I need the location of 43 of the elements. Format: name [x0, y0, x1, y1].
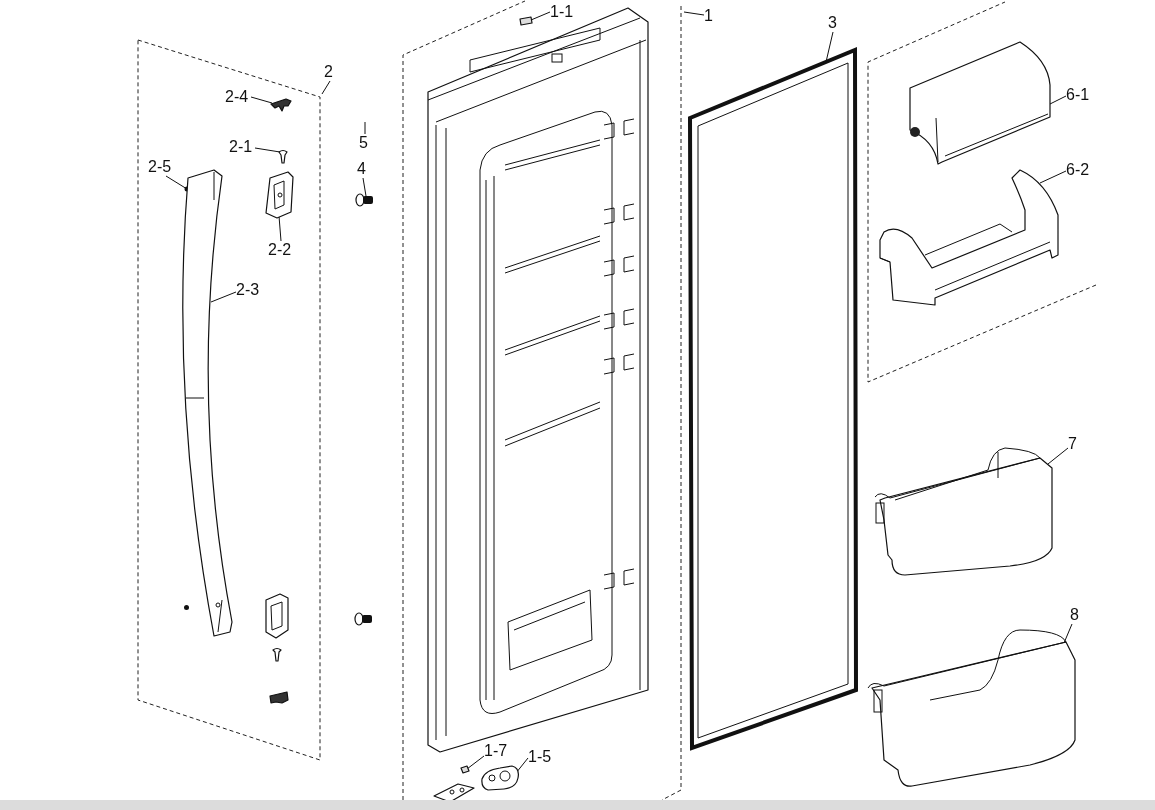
leader-line	[364, 121, 366, 135]
screw-drawing	[278, 150, 288, 164]
dashed-group-frame	[401, 0, 684, 802]
callout-number: 2-1	[229, 138, 253, 156]
leader-line	[165, 175, 188, 190]
bracket-drawing	[264, 170, 294, 220]
callout-number: 6-2	[1066, 161, 1090, 179]
callout-number: 8	[1070, 606, 1079, 624]
callout-number: 2	[324, 63, 333, 81]
callout-number: 2-2	[268, 241, 292, 259]
leader-line	[683, 11, 705, 16]
callout-number: 3	[828, 14, 837, 32]
leader-line	[210, 291, 237, 303]
dashed-group-frame	[136, 38, 322, 762]
leader-line	[1047, 447, 1069, 465]
leader-line	[362, 177, 367, 197]
callout-number: 5	[359, 134, 368, 152]
leader-line	[1063, 623, 1073, 644]
screw-drawing	[355, 193, 375, 207]
cap-drawing	[518, 16, 534, 26]
callout-number: 1-5	[528, 748, 552, 766]
callout-number: 2-3	[236, 281, 260, 299]
leader-line	[825, 31, 834, 63]
callout-number: 6-1	[1066, 86, 1090, 104]
leader-line	[1039, 170, 1067, 184]
leader-line	[278, 215, 282, 242]
hinge-drawing	[480, 765, 520, 791]
clip-drawing	[270, 98, 292, 112]
callout-number: 2-5	[148, 158, 172, 176]
callout-number: 1-7	[484, 742, 508, 760]
leader-line	[254, 147, 281, 153]
door-gasket-drawing	[688, 48, 858, 750]
callout-number: 2-4	[225, 88, 249, 106]
door-handle-drawing	[182, 166, 234, 640]
leader-line	[466, 755, 485, 770]
callout-number: 7	[1068, 435, 1077, 453]
callout-number: 4	[357, 160, 366, 178]
leader-line	[321, 80, 331, 95]
leader-line	[530, 11, 551, 21]
cap-drawing	[460, 765, 470, 774]
callout-number: 1-1	[550, 3, 574, 21]
callout-number: 1	[704, 7, 713, 25]
leader-line	[250, 96, 273, 104]
